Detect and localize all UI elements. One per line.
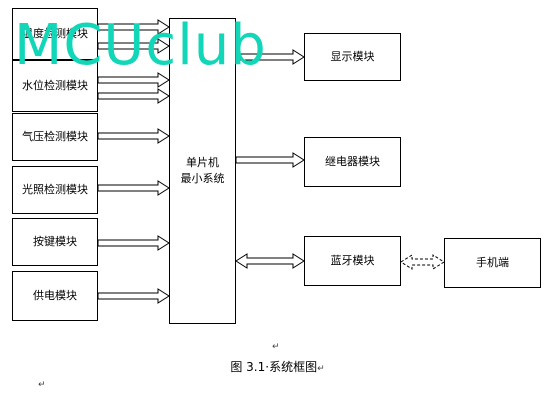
- mcu-label-line1: 单片机: [186, 155, 219, 169]
- paragraph-mark: ↵: [317, 364, 325, 374]
- input-module-1: 水位检测模块: [12, 60, 98, 112]
- figure-caption: 图 3.1·系统框图↵: [0, 358, 555, 375]
- arrow-input-to-mcu: [97, 72, 170, 88]
- phone-block: 手机端: [444, 238, 541, 288]
- phone-label: 手机端: [476, 255, 509, 269]
- arrow-input-to-mcu: [97, 19, 170, 35]
- input-module-2: 气压检测模块: [12, 113, 98, 161]
- arrow-bluetooth-phone: [400, 254, 445, 270]
- paragraph-mark: ↵: [272, 342, 280, 352]
- arrow-input-to-mcu: [97, 88, 170, 104]
- bluetooth-module: 蓝牙模块: [304, 236, 401, 286]
- output-module-label: 蓝牙模块: [330, 253, 375, 267]
- arrow-input-to-mcu: [97, 288, 170, 304]
- input-module-label: 温度检测模块: [22, 26, 88, 40]
- paragraph-mark: ↵: [38, 380, 46, 390]
- relay-module: 继电器模块: [304, 137, 401, 187]
- input-module-0: 温度检测模块: [12, 8, 98, 60]
- mcu-block: 单片机 最小系统: [169, 18, 236, 324]
- arrow-input-to-mcu: [97, 128, 170, 144]
- input-module-label: 供电模块: [33, 288, 77, 302]
- input-module-label: 光照检测模块: [22, 182, 88, 196]
- input-module-label: 按键模块: [33, 234, 77, 248]
- input-module-label: 水位检测模块: [22, 78, 88, 92]
- arrow-input-to-mcu: [97, 180, 170, 196]
- output-module-label: 继电器模块: [325, 154, 380, 168]
- mcu-label-line2: 最小系统: [180, 172, 225, 185]
- input-module-label: 气压检测模块: [22, 129, 88, 143]
- output-module-label: 显示模块: [330, 49, 375, 63]
- input-module-3: 光照检测模块: [12, 166, 98, 214]
- figure-caption-text: 图 3.1·系统框图: [230, 360, 318, 374]
- arrow-mcu-to-display: [235, 49, 305, 65]
- arrow-mcu-to-relay: [235, 152, 305, 168]
- arrow-input-to-mcu: [97, 235, 170, 251]
- input-module-5: 供电模块: [12, 271, 98, 321]
- input-module-4: 按键模块: [12, 218, 98, 266]
- display-module: 显示模块: [304, 33, 401, 81]
- arrow-mcu-bluetooth: [235, 253, 305, 269]
- arrow-input-to-mcu: [97, 38, 170, 54]
